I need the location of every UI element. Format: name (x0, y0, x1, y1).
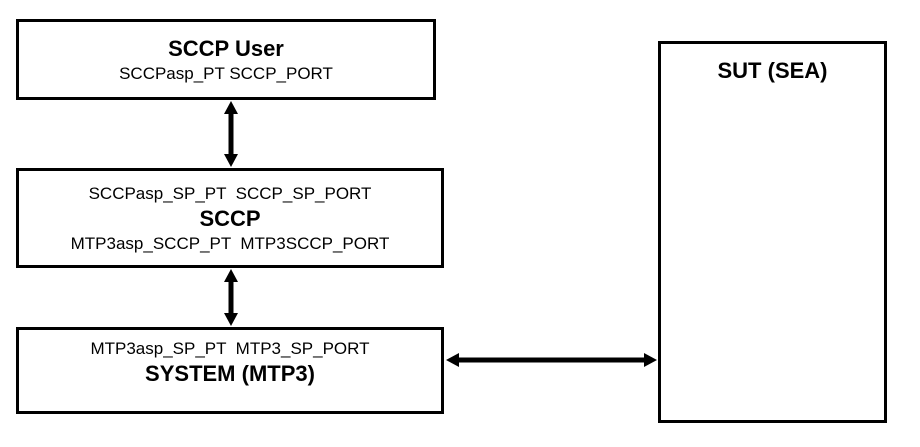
sccp-top-ports: SCCPasp_SP_PT SCCP_SP_PORT (88, 183, 372, 203)
system-mtp3-title: SYSTEM (MTP3) (145, 361, 315, 386)
system-mtp3-ports: MTP3asp_SP_PT MTP3_SP_PORT (90, 339, 370, 358)
arrow-sccpuser-sccp-icon (224, 101, 238, 167)
sccp-title: SCCP (199, 205, 261, 231)
sut-title: SUT (SEA) (717, 58, 828, 83)
sccp-user-ports: SCCPasp_PT SCCP_PORT (119, 63, 333, 83)
box-sut: SUT (SEA) (658, 41, 887, 423)
sccp-user-title: SCCP User (168, 35, 284, 61)
sccp-bottom-ports: MTP3asp_SCCP_PT MTP3SCCP_PORT (70, 233, 390, 253)
box-system-mtp3: MTP3asp_SP_PT MTP3_SP_PORT SYSTEM (MTP3) (16, 327, 444, 414)
arrow-sccp-system-icon (224, 269, 238, 326)
arrow-system-sut-icon (446, 353, 657, 367)
box-sccp-user: SCCP User SCCPasp_PT SCCP_PORT (16, 19, 436, 100)
box-sccp: SCCPasp_SP_PT SCCP_SP_PORT SCCP MTP3asp_… (16, 168, 444, 268)
